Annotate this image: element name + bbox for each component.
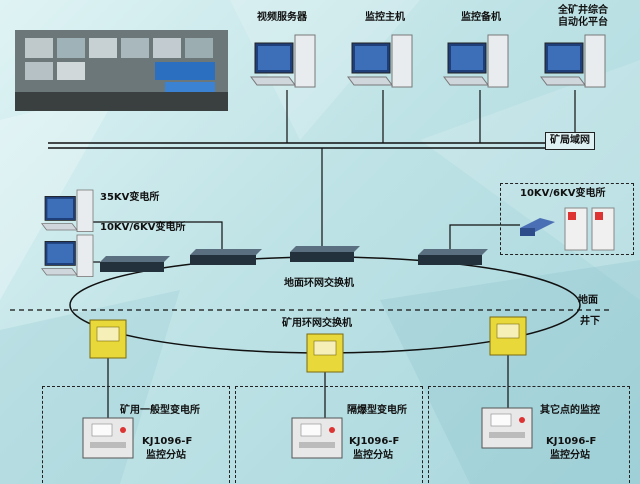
ring-switch-upper-left bbox=[190, 249, 262, 265]
link-line bbox=[88, 221, 223, 252]
mine-lan-label: 矿局域网 bbox=[545, 132, 595, 150]
station-name-1: 监控分站 bbox=[146, 450, 186, 461]
bg-facet bbox=[230, 0, 420, 140]
remote-substation-box bbox=[500, 183, 634, 255]
link-line bbox=[449, 224, 520, 255]
computer-icon bbox=[40, 234, 94, 278]
mine-switch-center bbox=[306, 333, 344, 373]
station-name-2: 监控分站 bbox=[353, 450, 393, 461]
underground-label: 井下 bbox=[580, 316, 600, 327]
station-model-2: KJ1096-F bbox=[349, 436, 400, 447]
monitor-backup-label: 监控备机 bbox=[461, 12, 501, 23]
substation-cabinet bbox=[591, 207, 615, 251]
mine-switch-left bbox=[89, 319, 127, 359]
computer-icon bbox=[443, 34, 509, 88]
station-title-2: 隔爆型变电所 bbox=[347, 405, 407, 416]
ring-switch-center bbox=[290, 246, 360, 262]
substation-cabinet bbox=[564, 207, 588, 251]
station-device-3 bbox=[481, 407, 533, 449]
station-group-box-3 bbox=[428, 386, 630, 483]
ring-switch-left bbox=[100, 256, 170, 272]
substation-device-small bbox=[520, 218, 555, 236]
station-title-1: 矿用一般型变电所 bbox=[120, 405, 200, 416]
mine-switch-right bbox=[489, 316, 527, 356]
bg-facet bbox=[380, 260, 640, 484]
computer-icon bbox=[250, 34, 316, 88]
monitor-host-label: 监控主机 bbox=[365, 12, 405, 23]
station-group-box-2 bbox=[235, 386, 423, 483]
station-model-1: KJ1096-F bbox=[142, 436, 193, 447]
ring-switch-right bbox=[418, 249, 488, 265]
control-room-photo bbox=[15, 30, 228, 111]
substation-35kv-label: 35KV变电所 bbox=[100, 192, 160, 203]
station-group-box-1 bbox=[42, 386, 230, 483]
station-model-3: KJ1096-F bbox=[546, 436, 597, 447]
surface-ring-switch-label: 地面环网交换机 bbox=[284, 278, 354, 289]
computer-icon bbox=[40, 189, 94, 233]
video-server-label: 视频服务器 bbox=[257, 12, 307, 23]
station-name-3: 监控分站 bbox=[550, 450, 590, 461]
computer-icon bbox=[540, 34, 606, 88]
automation-platform-label: 全矿井综合 自动化平台 bbox=[558, 5, 608, 28]
mine-ring-switch-label: 矿用环网交换机 bbox=[282, 318, 352, 329]
surface-label: 地面 bbox=[578, 295, 598, 306]
station-title-3: 其它点的监控 bbox=[540, 405, 600, 416]
station-device-1 bbox=[82, 417, 134, 459]
substation-10kv-left-label: 10KV/6KV变电所 bbox=[100, 222, 186, 233]
substation-10kv-right-label: 10KV/6KV变电所 bbox=[520, 188, 606, 199]
bg-facet bbox=[0, 290, 180, 484]
computer-icon bbox=[347, 34, 413, 88]
station-device-2 bbox=[291, 417, 343, 459]
